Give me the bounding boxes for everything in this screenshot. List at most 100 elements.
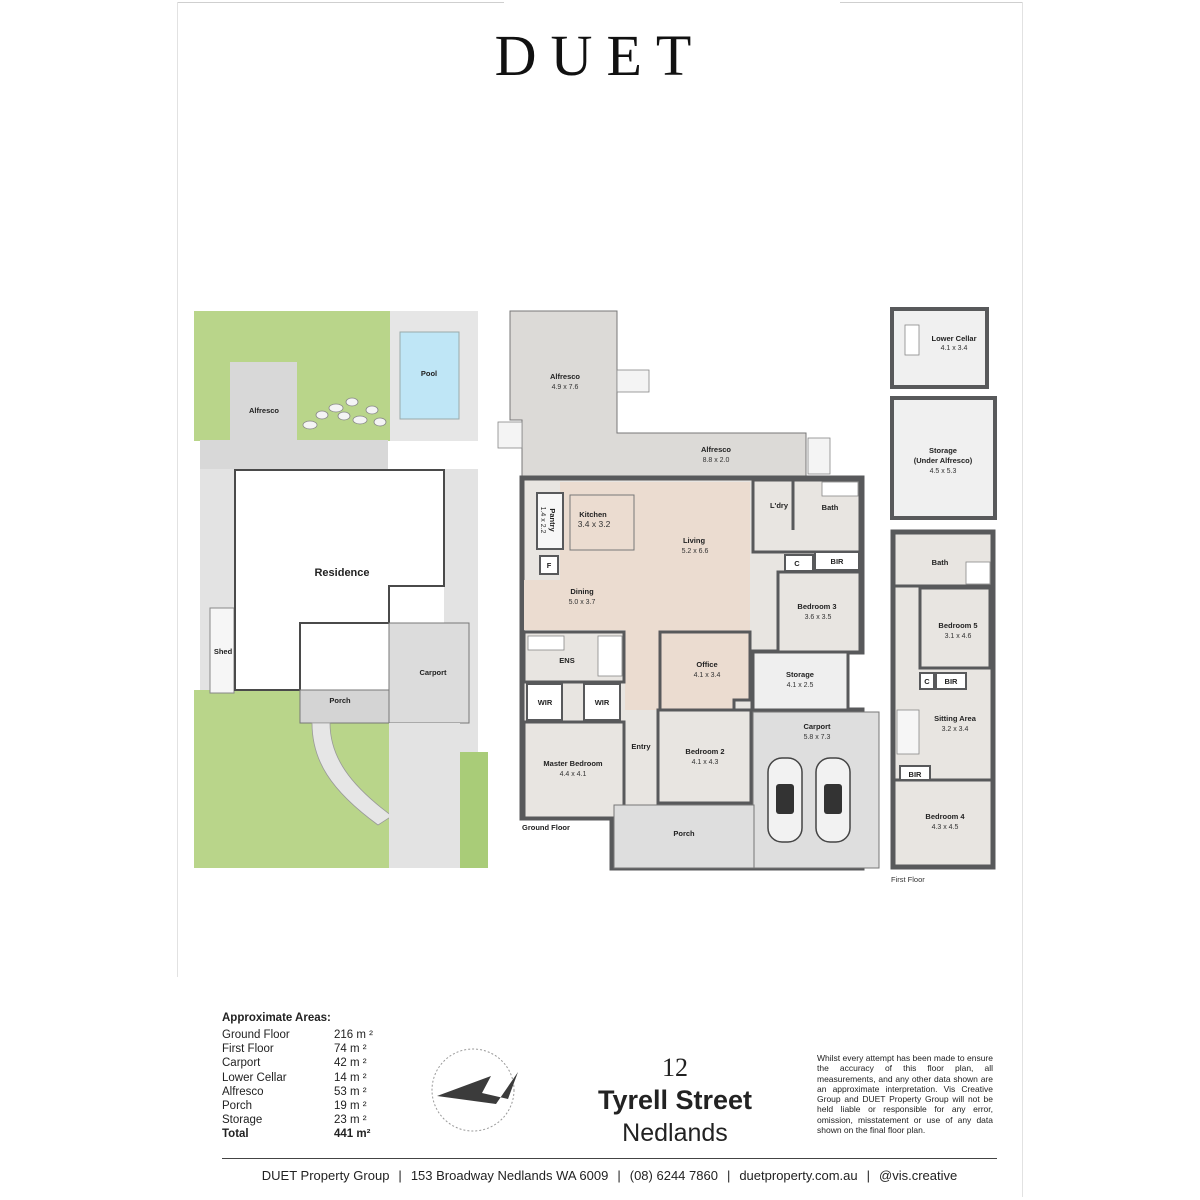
site-carport-label: Carport — [419, 668, 447, 677]
gf-master-dims: 4.4 x 4.1 — [560, 771, 587, 778]
area-label: First Floor — [222, 1043, 274, 1056]
compass-icon — [431, 1048, 518, 1132]
top-rule-left — [178, 2, 504, 3]
left-rule — [177, 2, 178, 977]
ff-bir1-name: BIR — [945, 677, 959, 686]
ens-shower — [597, 635, 623, 677]
gf-laundry-name: L'dry — [770, 501, 789, 510]
suburb: Nedlands — [622, 1119, 728, 1147]
gf-living-name: Living — [683, 536, 706, 545]
ff-bath-name: Bath — [932, 558, 949, 567]
bedroom5-walls — [918, 586, 992, 670]
first-floor-label: First Floor — [891, 875, 925, 884]
car-icon — [815, 757, 851, 843]
alfresco-stairs — [616, 369, 650, 393]
top-rule-right — [840, 2, 1023, 3]
gf-kitchen-name: Kitchen — [579, 510, 607, 519]
pool-shape — [399, 331, 460, 420]
gf-alfresco-top-name: Alfresco — [550, 372, 580, 381]
bedroom2-walls — [656, 708, 753, 805]
fridge-box — [539, 555, 559, 575]
site-alfresco-label: Alfresco — [249, 406, 279, 415]
ff-stairs — [896, 709, 920, 755]
gf-c-name: C — [794, 559, 800, 568]
area-value: 53 m ² — [334, 1085, 367, 1098]
first-floor: Bath Bedroom 5 3.1 x 4.6 C BIR Sitting A… — [890, 529, 996, 884]
area-label: Alfresco — [222, 1085, 264, 1098]
ff-bedroom4-dims: 4.3 x 4.5 — [932, 824, 959, 831]
ground-floor: Alfresco 4.9 x 7.6 Alfresco 8.8 x 2.0 Pa… — [497, 310, 880, 871]
gf-bir-name: BIR — [831, 557, 845, 566]
bedroom3-walls — [776, 570, 862, 654]
alfresco-site — [200, 362, 388, 469]
ground-floor-label: Ground Floor — [522, 823, 570, 832]
approximate-areas: Approximate Areas: Ground Floor 216 m ² F… — [222, 1012, 382, 1142]
bath-tub — [821, 481, 859, 497]
gf-fridge-name: F — [547, 561, 552, 570]
gf-dining-dims: 5.0 x 3.7 — [569, 599, 596, 606]
area-row: Alfresco 53 m ² — [222, 1085, 382, 1099]
gf-kitchen-dims: 3.4 x 3.2 — [578, 519, 611, 529]
gf-dining-name: Dining — [570, 587, 594, 596]
footer-social-link[interactable]: @vis.creative — [879, 1168, 958, 1183]
area-value: 74 m ² — [334, 1043, 367, 1056]
storage-under-name2: (Under Alfresco) — [914, 456, 973, 465]
footer-separator: | — [398, 1168, 402, 1183]
site-pool-label: Pool — [421, 369, 437, 378]
gf-living-dims: 5.2 x 6.6 — [682, 548, 709, 555]
bir-box — [814, 551, 860, 571]
wir1-box — [526, 683, 563, 721]
gf-bedroom2-name: Bedroom 2 — [685, 747, 724, 756]
cellar-dims: 4.1 x 3.4 — [941, 345, 968, 352]
living-dining-floor — [524, 482, 750, 710]
ff-c-name: C — [924, 677, 930, 686]
gf-wir2-name: WIR — [595, 698, 610, 707]
gf-bedroom2-dims: 4.1 x 4.3 — [692, 759, 719, 766]
footer-separator: | — [617, 1168, 621, 1183]
area-value: 216 m ² — [334, 1029, 373, 1041]
gf-alfresco-side-name: Alfresco — [701, 445, 731, 454]
ff-bedroom5-name: Bedroom 5 — [938, 621, 977, 630]
gf-storage-dims: 4.1 x 2.5 — [787, 682, 814, 689]
ff-sitting-dims: 3.2 x 3.4 — [942, 726, 969, 733]
stepping-stones — [302, 397, 387, 430]
front-paving — [389, 723, 460, 868]
area-row: Ground Floor 216 m ² — [222, 1028, 382, 1042]
brand-logo: DUET — [494, 23, 706, 88]
site-plan: Pool Alfresco Shed Residence Carport Por… — [194, 311, 488, 868]
gf-pantry-dims: 1.4 x 2.2 — [539, 507, 546, 534]
driveway-path — [311, 722, 393, 826]
porch-slab — [613, 804, 755, 869]
storage-under-dims: 4.5 x 5.3 — [930, 468, 957, 475]
street-name: Tyrell Street — [597, 1085, 753, 1115]
footer-phone[interactable]: (08) 6244 7860 — [629, 1168, 718, 1183]
alfresco-steps-left — [497, 421, 523, 449]
alfresco-steps-right — [807, 437, 831, 475]
footer-website-link[interactable]: duetproperty.com.au — [739, 1168, 858, 1183]
footer-company: DUET Property Group — [261, 1168, 390, 1183]
street-number: 12 — [662, 1053, 688, 1082]
gf-office-dims: 4.1 x 3.4 — [694, 672, 721, 679]
storage-under-alfresco: Storage (Under Alfresco) 4.5 x 5.3 — [890, 396, 997, 520]
site-residence-label: Residence — [314, 567, 369, 579]
area-value: 23 m ² — [334, 1114, 367, 1127]
area-total-value: 441 m² — [334, 1128, 371, 1141]
porch-site — [299, 689, 390, 724]
site-shed-label: Shed — [214, 647, 233, 656]
ff-bedroom4-name: Bedroom 4 — [925, 812, 965, 821]
footer-separator: | — [726, 1168, 731, 1183]
gf-carport-dims: 5.8 x 7.3 — [804, 734, 831, 741]
areas-heading: Approximate Areas: — [222, 1012, 331, 1024]
cellar-name: Lower Cellar — [931, 334, 976, 343]
pantry-walls — [536, 492, 564, 550]
area-label: Ground Floor — [222, 1029, 290, 1041]
area-label: Carport — [222, 1057, 261, 1070]
gf-entry-name: Entry — [631, 742, 651, 751]
gf-bedroom3-dims: 3.6 x 3.5 — [805, 614, 832, 621]
footer-address: 153 Broadway Nedlands WA 6009 — [410, 1168, 609, 1183]
area-label: Storage — [222, 1114, 263, 1127]
